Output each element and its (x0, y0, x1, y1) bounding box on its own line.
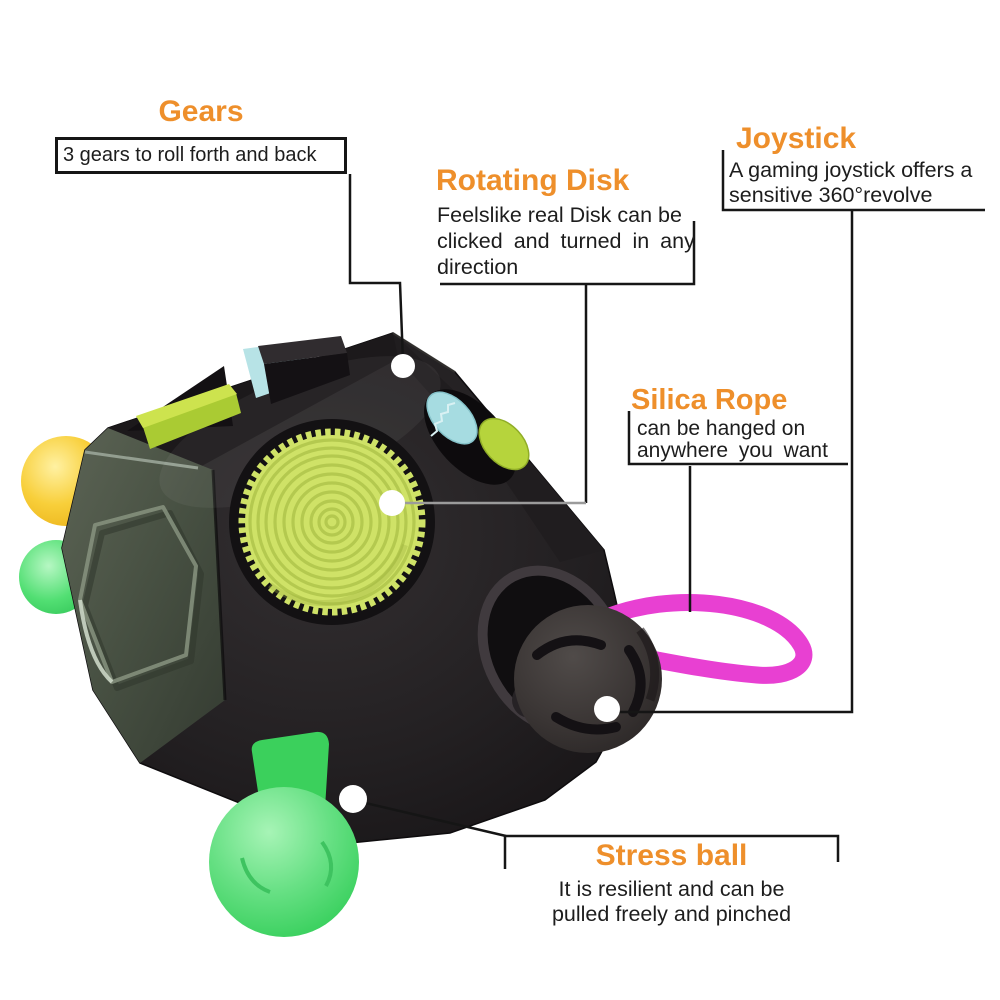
black-bar-gear-top (258, 336, 347, 364)
rotating-disk-line-1: Feelslike real Disk can be (437, 203, 682, 227)
stress-ball-description: It is resilient and can be pulled freely… (505, 877, 838, 927)
green-gear (478, 417, 530, 471)
silica-rope-line-1: can be hanged on (637, 417, 806, 440)
gears-title: Gears (158, 95, 244, 128)
joystick-description: A gaming joystick offers a sensitive 360… (729, 158, 972, 208)
cyan-gear (426, 391, 478, 445)
stress-ball-line-1: It is resilient and can be (558, 877, 785, 901)
joystick-line-1: A gaming joystick offers a (729, 158, 973, 182)
green-bar-gear-top (136, 384, 237, 428)
black-bar-gear-front (264, 353, 350, 404)
silica-rope (591, 594, 813, 684)
silica-rope-title: Silica Rope (631, 384, 788, 416)
gears-description: 3 gears to roll forth and back (55, 137, 347, 174)
joystick-blades (532, 635, 646, 735)
joystick-line-2: sensitive 360°revolve (729, 183, 933, 207)
rotating-disk-line-2: clicked and turned in any (437, 229, 695, 253)
callout-dots (339, 354, 620, 813)
side-gears (424, 389, 530, 485)
rotating-disk (229, 419, 435, 625)
left-face (62, 428, 227, 763)
stress-ball (209, 731, 359, 937)
leader-lines (348, 174, 854, 838)
rotating-disk-line-3: direction (437, 255, 519, 279)
green-bar-gear-front (143, 393, 241, 449)
rotating-disk-title: Rotating Disk (436, 164, 630, 197)
silica-rope-description: can be hanged on anywhere you want (637, 418, 828, 462)
stress-ball-title: Stress ball (595, 839, 748, 872)
joystick (477, 565, 662, 753)
top-gear-pieces (127, 336, 350, 449)
rotating-disk-description: Feelslike real Disk can be clicked and t… (437, 202, 695, 280)
silica-rope-line-2: anywhere you want (637, 439, 828, 462)
hexagon-emboss (78, 505, 204, 691)
joystick-title: Joystick (736, 122, 857, 155)
stress-ball-line-2: pulled freely and pinched (551, 902, 792, 926)
callout-box-borders (440, 150, 985, 869)
